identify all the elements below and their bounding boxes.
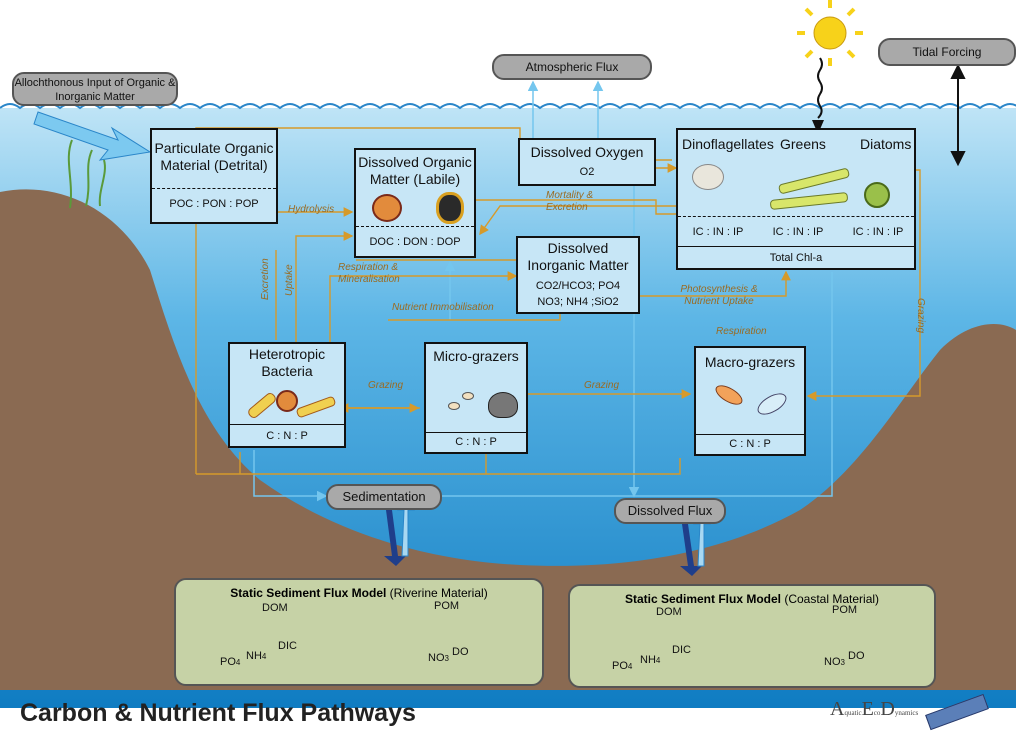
coastal-sediment-model: Static Sediment Flux Model (Coastal Mate… [568, 584, 936, 688]
dic-label: DIC [278, 640, 297, 652]
sedimentation-label: Sedimentation [326, 484, 442, 510]
divider [230, 424, 344, 425]
grazing-label: Grazing [915, 298, 926, 334]
page-title: Carbon & Nutrient Flux Pathways [20, 699, 416, 727]
dom-ratio: DOC : DON : DOP [369, 236, 461, 248]
heterotrophic-bacteria-box: Heterotropic Bacteria C : N : P [228, 342, 346, 448]
dissolved-flux-label: Dissolved Flux [614, 498, 726, 524]
mortality-excretion-label: Mortality & Excretion [546, 190, 594, 213]
pom-ratio: POC : PON : POP [169, 198, 259, 210]
nutrient-immobilisation-label: Nutrient Immobilisation [392, 302, 494, 313]
pom-label: POM [832, 604, 858, 616]
phyto-ratio: IC : IN : IP [692, 226, 744, 238]
macro-grazers-ratio: C : N : P [729, 438, 771, 450]
no3-label: NO3 [428, 652, 449, 664]
macro-grazers-box: Macro-grazers C : N : P [694, 346, 806, 456]
grazing-label: Grazing [368, 380, 404, 391]
dim-title: Dissolved Inorganic Matter [527, 240, 629, 273]
diatom-icon [864, 182, 890, 208]
dim-line1: CO2/HCO3; PO4 [535, 280, 621, 292]
do-label: DO [848, 650, 865, 662]
divider [152, 188, 276, 189]
do-label: DO [452, 646, 469, 658]
dic-label: DIC [672, 644, 691, 656]
micro-grazers-ratio: C : N : P [455, 436, 497, 448]
divider [426, 432, 526, 433]
divider [696, 434, 804, 435]
input-arrow [33, 111, 152, 161]
copepod-icon [712, 381, 746, 409]
po4-label: PO4 [612, 660, 633, 672]
dom-molecule-icon [436, 192, 464, 224]
tidal-forcing-label: Tidal Forcing [878, 38, 1016, 66]
po4-label: PO4 [220, 656, 241, 668]
excretion-label: Excretion [260, 258, 271, 300]
no3-label: NO3 [824, 656, 845, 668]
ciliate-icon [462, 392, 474, 400]
phyto-group-label: Greens [780, 136, 826, 152]
uptake-label: Uptake [284, 264, 295, 296]
phyto-group-label: Dinoflagellates [682, 136, 774, 152]
total-chl-a: Total Chl-a [769, 252, 823, 264]
zooplankton-icon [754, 389, 790, 419]
divider [678, 246, 914, 247]
bacteria-icon [276, 390, 298, 412]
divider [356, 226, 474, 227]
hydrolysis-label: Hydrolysis [288, 204, 335, 215]
bacteria-icon [295, 395, 337, 419]
dissolved-organic-matter-box: Dissolved Organic Matter (Labile) DOC : … [354, 148, 476, 258]
bacteria-title: Heterotropic Bacteria [248, 346, 326, 379]
pom-title: Particulate Organic Material (Detrital) [154, 140, 274, 173]
dissolved-oxygen-box: Dissolved Oxygen O2 [518, 138, 656, 186]
dom-label: DOM [262, 602, 288, 614]
dom-title: Dissolved Organic Matter (Labile) [358, 154, 472, 187]
coastal-model-title: Static Sediment Flux Model (Coastal Mate… [624, 592, 880, 606]
phytoplankton-box: Dinoflagellates Greens Diatoms IC : IN :… [676, 128, 916, 270]
macro-grazers-title: Macro-grazers [704, 354, 796, 370]
phyto-ratio: IC : IN : IP [772, 226, 824, 238]
micro-grazers-box: Micro-grazers C : N : P [424, 342, 528, 454]
bacteria-icon [246, 391, 278, 420]
bacteria-ratio: C : N : P [266, 430, 308, 442]
oxygen-ratio: O2 [579, 166, 595, 178]
phyto-ratio: IC : IN : IP [852, 226, 904, 238]
greens-chain-icon [769, 191, 849, 211]
particulate-organic-material-box: Particulate Organic Material (Detrital) … [150, 128, 278, 224]
pom-label: POM [434, 600, 460, 612]
dom-label: DOM [656, 606, 682, 618]
sun-icon [797, 0, 863, 134]
riverine-sediment-model: Static Sediment Flux Model (Riverine Mat… [174, 578, 544, 686]
nh4-label: NH4 [246, 650, 267, 662]
riverine-model-title: Static Sediment Flux Model (Riverine Mat… [230, 586, 488, 600]
atmospheric-flux-label: Atmospheric Flux [492, 54, 652, 80]
nh4-label: NH4 [640, 654, 661, 666]
respiration-label: Respiration [716, 326, 767, 337]
seagrass-icon [67, 139, 106, 209]
allochthonous-input-label: Allochthonous Input of Organic & Inorgan… [12, 72, 178, 106]
dinoflagellate-icon [692, 164, 724, 190]
tidal-arrow [950, 63, 966, 167]
ciliate-icon [448, 402, 460, 410]
respiration-mineralisation-label: Respiration & Mineralisation [338, 262, 400, 285]
oxygen-title: Dissolved Oxygen [530, 144, 644, 160]
phyto-group-label: Diatoms [860, 136, 912, 152]
sediment-arrows [384, 499, 712, 576]
rotifer-icon [488, 392, 518, 418]
photosynthesis-label: Photosynthesis & Nutrient Uptake [680, 284, 758, 307]
dim-line2: NO3; NH4 ;SiO2 [537, 296, 619, 308]
greens-chain-icon [777, 167, 851, 195]
sediment-ground [0, 189, 1016, 691]
micro-grazers-title: Micro-grazers [433, 348, 519, 364]
divider [678, 216, 914, 217]
aquatic-eco-dynamics-logo: AquaticEcoDynamics [830, 693, 989, 730]
dom-molecule-icon [372, 194, 402, 222]
grazing-label: Grazing [584, 380, 620, 391]
dissolved-inorganic-matter-box: Dissolved Inorganic Matter CO2/HCO3; PO4… [516, 236, 640, 314]
